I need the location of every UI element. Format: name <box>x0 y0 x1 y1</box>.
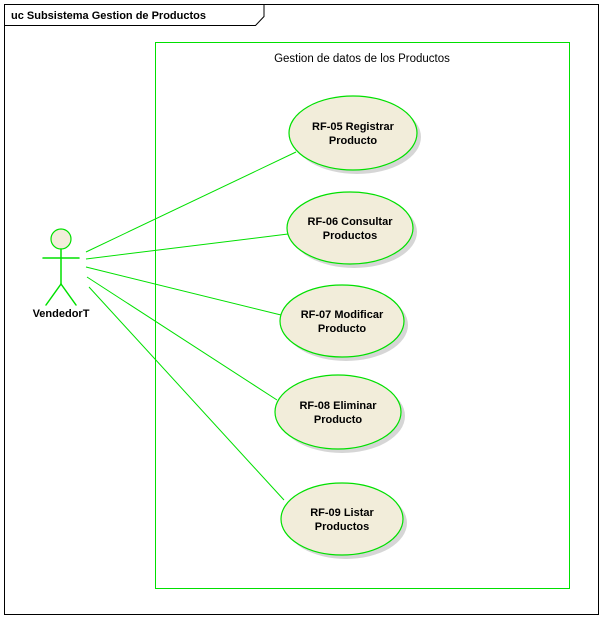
use-case-rf-07-label-line2: Producto <box>318 323 367 335</box>
association-rf-05[interactable] <box>85 151 297 253</box>
use-case-rf-08-label-line2: Producto <box>314 414 363 426</box>
use-case-rf-05-label-line1: RF-05 Registrar <box>312 121 395 133</box>
frame-title: uc Subsistema Gestion de Productos <box>11 10 206 22</box>
use-case-rf-09[interactable]: RF-09 Listar Productos <box>280 482 407 559</box>
use-case-rf-08-label-line1: RF-08 Eliminar <box>299 400 377 412</box>
use-case-rf-09-ellipse[interactable] <box>280 482 404 556</box>
use-case-rf-07[interactable]: RF-07 Modificar Producto <box>279 284 408 361</box>
use-case-rf-06[interactable]: RF-06 Consultar Productos <box>286 191 417 268</box>
actor-label: VendedorT <box>33 308 90 320</box>
use-case-rf-06-label-line2: Productos <box>323 230 377 242</box>
association-lines <box>85 151 297 501</box>
association-rf-07[interactable] <box>85 266 282 316</box>
actor-head <box>50 228 72 250</box>
use-case-rf-05[interactable]: RF-05 Registrar Producto <box>288 95 421 174</box>
use-case-rf-09-label-line1: RF-09 Listar <box>310 507 374 519</box>
association-rf-08[interactable] <box>86 276 278 401</box>
actor-leg-left <box>45 283 62 306</box>
use-case-rf-05-ellipse[interactable] <box>288 95 418 171</box>
actor-leg-right <box>60 283 77 306</box>
actor-vendedort[interactable]: VendedorT <box>33 228 90 320</box>
use-case-rf-08-ellipse[interactable] <box>274 374 402 450</box>
use-case-rf-08[interactable]: RF-08 Eliminar Producto <box>274 374 405 453</box>
system-boundary[interactable] <box>155 42 570 589</box>
use-case-rf-06-label-line1: RF-06 Consultar <box>308 216 394 228</box>
use-case-rf-07-ellipse[interactable] <box>279 284 405 358</box>
use-case-rf-07-label-line1: RF-07 Modificar <box>301 309 384 321</box>
diagram-frame-border <box>4 4 599 615</box>
frame-title-tab <box>4 4 265 26</box>
use-case-rf-05-label-line2: Producto <box>329 135 378 147</box>
association-rf-06[interactable] <box>85 233 289 260</box>
use-case-rf-06-ellipse[interactable] <box>286 191 414 265</box>
use-case-rf-09-label-line2: Productos <box>315 521 369 533</box>
association-rf-09[interactable] <box>88 286 285 501</box>
system-boundary-label: Gestion de datos de los Productos <box>274 53 450 65</box>
